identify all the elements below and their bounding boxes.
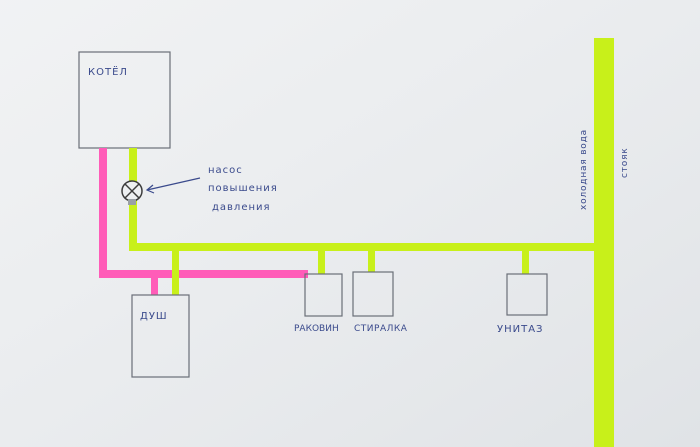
pump-note-line3: давления [212, 202, 271, 213]
shower-box [131, 294, 190, 378]
hot-water-pipe [99, 148, 308, 295]
toilet-box [506, 273, 548, 316]
pump-valve-icon [121, 180, 143, 205]
boiler-box [78, 51, 171, 149]
cold-water-label: холодная вода [579, 129, 589, 210]
washer-box [352, 271, 394, 317]
shower-label: ДУШ [140, 311, 168, 322]
boiler-label: КОТЁЛ [88, 65, 128, 78]
sink-label: РАКОВИН [294, 324, 339, 334]
riser-label: стояк [620, 147, 630, 178]
sink-box [304, 273, 343, 317]
pump-note-line2: повышения [208, 183, 278, 194]
toilet-label: УНИТАЗ [497, 324, 543, 335]
washer-label: СТИРАЛКА [354, 324, 408, 334]
pump-note-line1: насос [208, 165, 243, 176]
pointer-arrow-icon [145, 177, 201, 194]
